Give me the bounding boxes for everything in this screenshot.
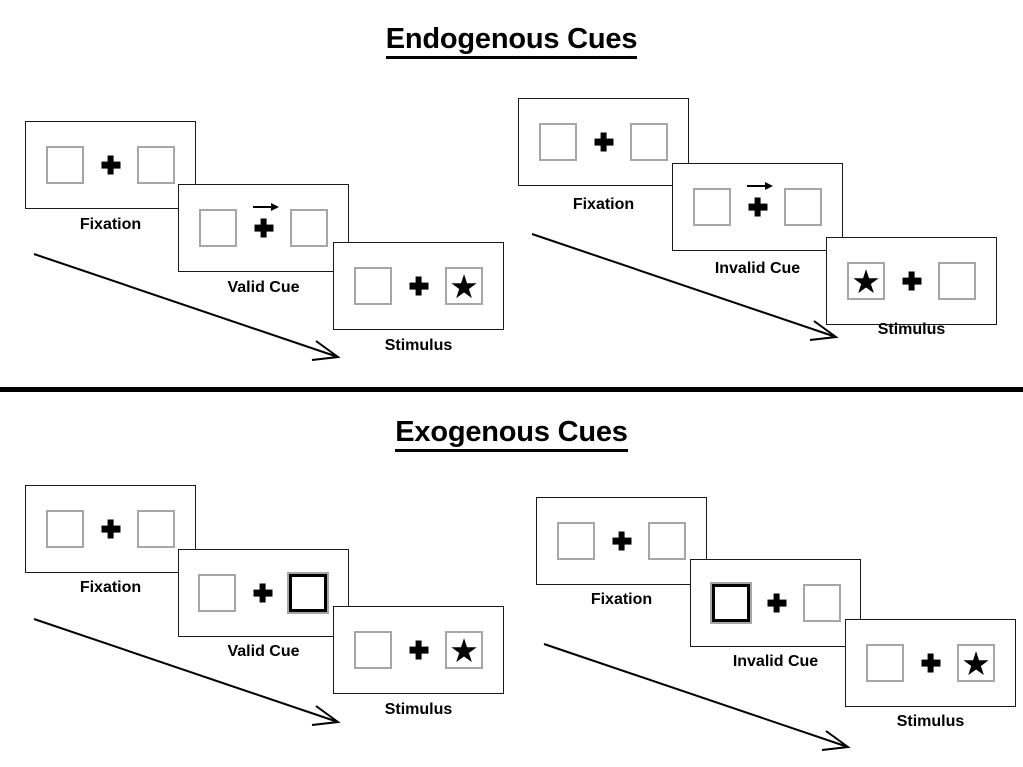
- star-icon: ★: [449, 267, 479, 305]
- right-box: [137, 510, 175, 548]
- fixation-cross-icon: [902, 272, 921, 291]
- right-box-with-star: ★: [957, 644, 995, 682]
- arrow-right-icon: [747, 181, 773, 190]
- frame-content: ★: [334, 607, 503, 693]
- frame-endogenous-valid-fixation[interactable]: [25, 121, 196, 209]
- caption-exogenous-invalid-fixation: Fixation: [590, 591, 653, 608]
- frame-content: [537, 498, 706, 584]
- frame-exogenous-valid-stimulus[interactable]: ★: [333, 606, 504, 694]
- fixation-cross-icon: [767, 594, 786, 613]
- frame-content: [26, 122, 195, 208]
- caption-endogenous-invalid-fixation: Fixation: [572, 196, 635, 213]
- section-title-exogenous: Exogenous Cues: [395, 417, 628, 453]
- right-box-cue-flash: [287, 572, 329, 614]
- frame-content: [673, 164, 842, 250]
- fixation-cross-icon: [747, 181, 773, 217]
- frame-exogenous-valid-cue[interactable]: [178, 549, 349, 637]
- caption-endogenous-valid-stimulus: Stimulus: [384, 337, 453, 354]
- right-box: [803, 584, 841, 622]
- frame-endogenous-invalid-cue[interactable]: [672, 163, 843, 251]
- right-box: [630, 123, 668, 161]
- frame-exogenous-invalid-fixation[interactable]: [536, 497, 707, 585]
- right-box-with-star: ★: [445, 631, 483, 669]
- star-icon: ★: [961, 644, 991, 682]
- frame-content: ★: [827, 238, 996, 324]
- fixation-cross-icon: [101, 520, 120, 539]
- right-box: [938, 262, 976, 300]
- left-box: [354, 631, 392, 669]
- frame-exogenous-invalid-cue[interactable]: [690, 559, 861, 647]
- frame-content: [179, 185, 348, 271]
- caption-endogenous-valid-fixation: Fixation: [79, 216, 142, 233]
- fixation-cross-icon: [409, 641, 428, 660]
- frame-exogenous-invalid-stimulus[interactable]: ★: [845, 619, 1016, 707]
- caption-endogenous-valid-cue: Valid Cue: [227, 279, 300, 296]
- left-box: [354, 267, 392, 305]
- caption-exogenous-valid-fixation: Fixation: [79, 579, 142, 596]
- arrow-right-icon: [253, 202, 279, 211]
- frame-endogenous-valid-cue[interactable]: [178, 184, 349, 272]
- frame-exogenous-valid-fixation[interactable]: [25, 485, 196, 573]
- caption-exogenous-valid-cue: Valid Cue: [227, 643, 300, 660]
- right-box: [648, 522, 686, 560]
- left-box: [557, 522, 595, 560]
- section-divider: [0, 387, 1023, 392]
- star-icon: ★: [449, 631, 479, 669]
- fixation-cross-icon: [409, 277, 428, 296]
- frame-content: [26, 486, 195, 572]
- caption-exogenous-invalid-stimulus: Stimulus: [896, 713, 965, 730]
- left-box: [693, 188, 731, 226]
- section-title-exogenous-wrapper: Exogenous Cues: [0, 417, 1023, 453]
- frame-endogenous-invalid-fixation[interactable]: [518, 98, 689, 186]
- frame-content: ★: [334, 243, 503, 329]
- left-box: [199, 209, 237, 247]
- frame-content: [519, 99, 688, 185]
- section-title-endogenous: Endogenous Cues: [385, 24, 637, 60]
- left-box: [46, 146, 84, 184]
- star-icon: ★: [851, 262, 881, 300]
- left-box-with-star: ★: [847, 262, 885, 300]
- right-box-with-star: ★: [445, 267, 483, 305]
- section-title-endogenous-wrapper: Endogenous Cues: [0, 24, 1023, 60]
- fixation-cross-icon: [253, 202, 279, 238]
- left-box: [866, 644, 904, 682]
- frame-content: [691, 560, 860, 646]
- left-box: [198, 574, 236, 612]
- caption-exogenous-valid-stimulus: Stimulus: [384, 701, 453, 718]
- caption-endogenous-invalid-cue: Invalid Cue: [714, 260, 801, 277]
- frame-endogenous-invalid-stimulus[interactable]: ★: [826, 237, 997, 325]
- right-box: [290, 209, 328, 247]
- fixation-cross-icon: [612, 532, 631, 551]
- frame-endogenous-valid-stimulus[interactable]: ★: [333, 242, 504, 330]
- fixation-cross-icon: [101, 156, 120, 175]
- right-box: [137, 146, 175, 184]
- fixation-cross-icon: [921, 654, 940, 673]
- left-box-cue-flash: [710, 582, 752, 624]
- caption-exogenous-invalid-cue: Invalid Cue: [732, 653, 819, 670]
- time-arrow-exogenous-invalid: [543, 643, 851, 751]
- fixation-cross-icon: [253, 584, 272, 603]
- caption-endogenous-invalid-stimulus: Stimulus: [877, 321, 946, 338]
- frame-content: [179, 550, 348, 636]
- frame-content: ★: [846, 620, 1015, 706]
- fixation-cross-icon: [594, 133, 613, 152]
- right-box: [784, 188, 822, 226]
- left-box: [539, 123, 577, 161]
- left-box: [46, 510, 84, 548]
